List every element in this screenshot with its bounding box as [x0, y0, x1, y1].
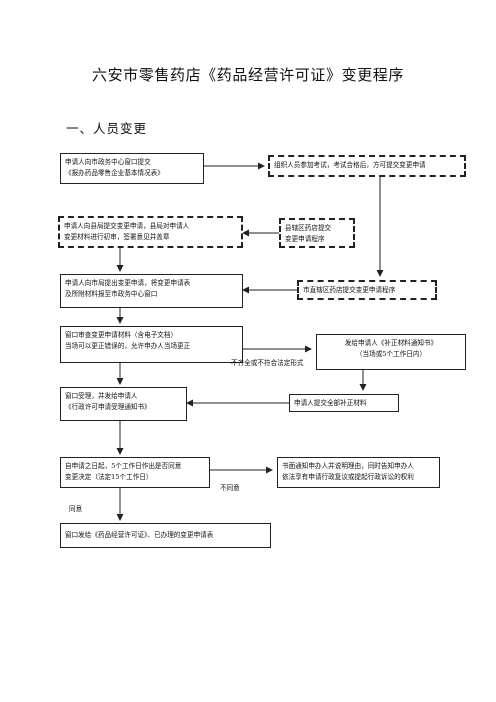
- box-text-line: 组织人员参加考试，考试合格后，方可提交变更申请: [274, 161, 426, 169]
- box-window-review: 窗口审查变更申请材料（含电子文档） 当场可以更正错误的，允许申办人当场更正: [60, 326, 243, 363]
- box-text-line: 自申请之日起，5个工作日作出是否同意: [65, 462, 182, 470]
- label-disagree: 不同意: [220, 484, 240, 492]
- box-text-line: 《行政许可申请受理通知书》: [65, 403, 151, 411]
- section-title: 一、人员变更: [66, 121, 148, 136]
- box-submit-to-window: 申请人向市政务中心窗口提交 《报办药品零售企业基本情况表》: [60, 153, 204, 184]
- box-text-line: 发给申请人《补正材料通知书》: [344, 339, 438, 347]
- box-text-line: 书面通知申办人并说明理由，同时告知申办人: [282, 462, 414, 470]
- box-submit-corrections: 申请人提交全部补正材料: [289, 394, 399, 412]
- box-text-line: 变更决定（法定15个工作日）: [65, 473, 153, 481]
- box-county-review: 申请人向县局提交变更申请，县局对申请人 变更材料进行初审，签署意见并盖章: [58, 216, 243, 248]
- label-incomplete: 不齐全或不符合法定形式: [231, 359, 304, 367]
- box-text-line: （当场或5个工作日内）: [355, 350, 427, 358]
- page-title: 六安市零售药店《药品经营许可证》变更程序: [91, 66, 404, 84]
- box-city-apply: 申请人向市局提出变更申请，将变更申请表 及所附材料报至市政务中心窗口: [60, 274, 243, 308]
- box-written-notice: 书面通知申办人并说明理由，同时告知申办人 依法享有申请行政复议或提起行政诉讼的权…: [277, 457, 440, 488]
- box-text-line: 依法享有申请行政复议或提起行政诉讼的权利: [282, 473, 414, 481]
- box-text-line: 市直辖区药店提交变更申请程序: [303, 286, 396, 294]
- box-text-line: 申请人向市政务中心窗口提交: [65, 158, 151, 166]
- box-exam-organize: 组织人员参加考试，考试合格后，方可提交变更申请: [268, 155, 466, 177]
- box-text-line: 变更材料进行初审，签署意见并盖章: [64, 233, 170, 241]
- box-correction-notice: 发给申请人《补正材料通知书》 （当场或5个工作日内）: [316, 334, 466, 370]
- box-window-accept: 窗口受理，并发给申请人 《行政许可申请受理通知书》: [60, 387, 187, 421]
- box-text-line: 窗口受理，并发给申请人: [65, 392, 138, 400]
- box-city-procedure: 市直辖区药店提交变更申请程序: [297, 280, 437, 300]
- box-text-line: 及所附材料报至市政务中心窗口: [65, 290, 158, 298]
- box-text-line: 申请人向县局提交变更申请，县局对申请人: [64, 222, 190, 230]
- box-decision: 自申请之日起，5个工作日作出是否同意 变更决定（法定15个工作日）: [60, 457, 210, 488]
- box-text-line: 《报办药品零售企业基本情况表》: [65, 169, 164, 177]
- box-text-line: 当场可以更正错误的，允许申办人当场更正: [65, 342, 191, 350]
- box-county-procedure: 县辖区药店提交 变更申请程序: [279, 218, 355, 248]
- box-text-line: 申请人提交全部补正材料: [294, 399, 367, 407]
- box-text-line: 窗口审查变更申请材料（含电子文档）: [65, 331, 178, 339]
- box-text-line: 窗口发给《药品经营许可证》、已办理的变更申请表: [65, 531, 214, 539]
- box-issue-license: 窗口发给《药品经营许可证》、已办理的变更申请表: [60, 523, 271, 548]
- box-text-line: 申请人向市局提出变更申请，将变更申请表: [65, 279, 191, 287]
- label-agree: 同意: [69, 505, 83, 513]
- box-text-line: 变更申请程序: [285, 235, 325, 243]
- box-text-line: 县辖区药店提交: [285, 224, 332, 232]
